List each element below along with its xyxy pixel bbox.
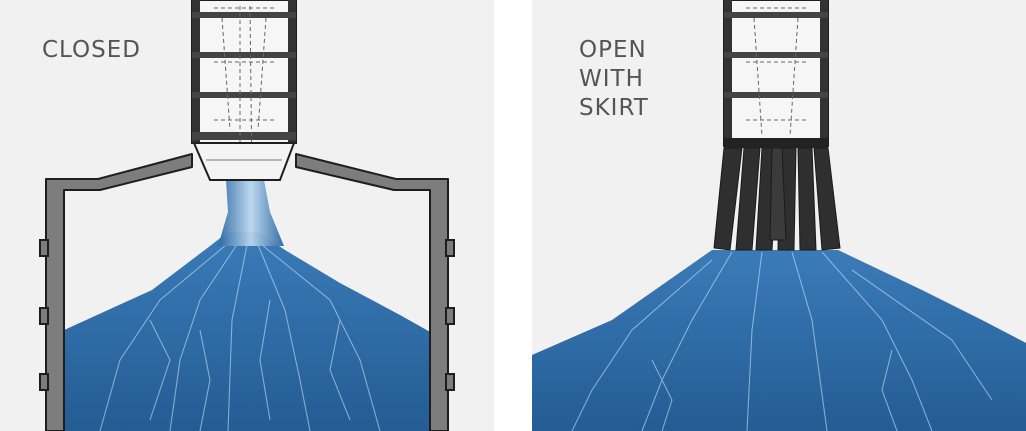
pile-texture [99,239,381,431]
loading-chute [723,0,829,148]
panel-label-open-with-skirt: OPEN WITH SKIRT [579,37,649,121]
loading-chute [191,0,297,181]
open-with-skirt-panel: OPEN WITH SKIRT [532,0,1026,431]
material-pile [532,250,1026,431]
material-pile [62,232,432,431]
wall-ribs [39,239,455,391]
chute-skirt [713,147,841,251]
bin-wall-right [295,153,449,431]
closed-panel: CLOSED [0,0,494,431]
panel-label-closed: CLOSED [42,37,141,63]
closed-diagram [39,0,455,431]
open-with-skirt-diagram [532,0,1026,431]
pile-texture [571,251,993,431]
bin-wall [45,153,193,431]
material-stream [218,180,284,246]
